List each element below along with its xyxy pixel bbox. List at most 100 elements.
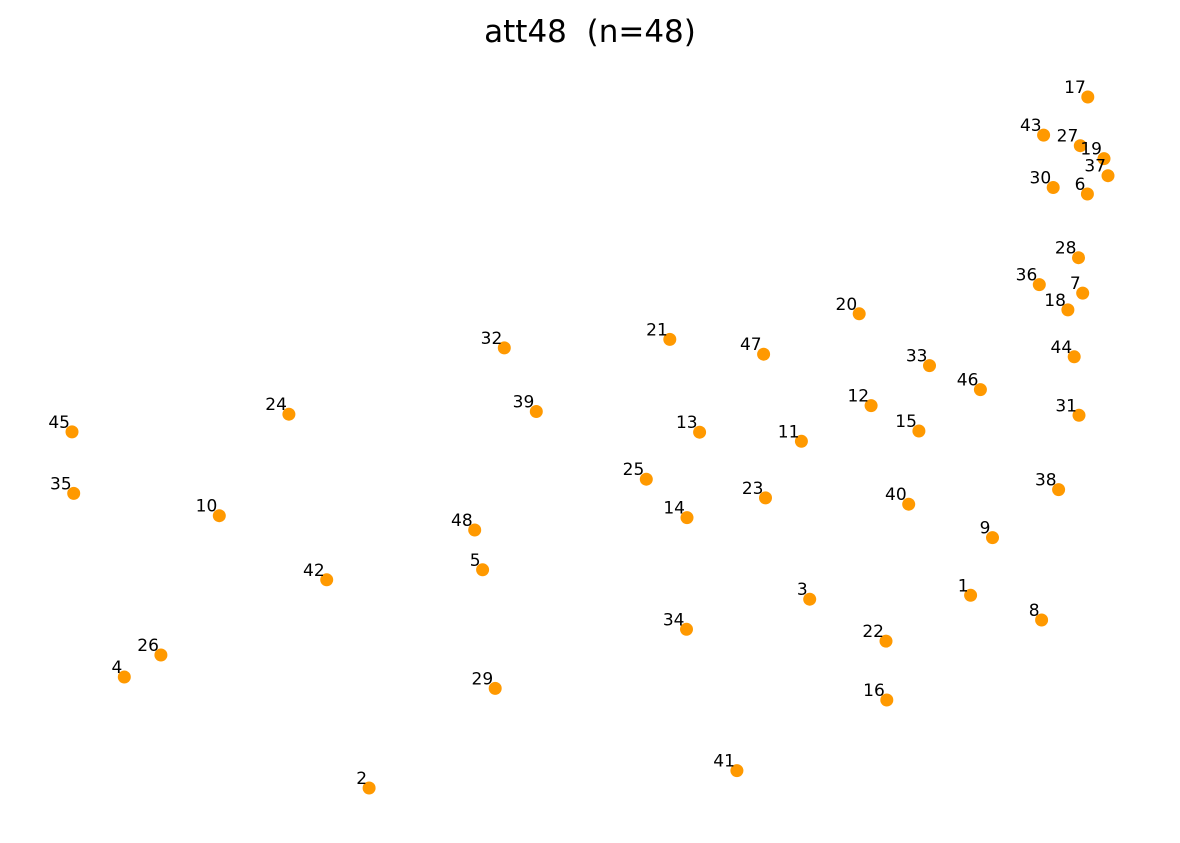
point-label-1: 1 — [958, 576, 969, 596]
point-label-19: 19 — [1080, 140, 1102, 160]
point-label-41: 41 — [713, 752, 735, 772]
point-label-7: 7 — [1070, 274, 1081, 294]
point-46 — [973, 383, 987, 397]
point-label-30: 30 — [1030, 169, 1052, 189]
point-19 — [1097, 152, 1111, 166]
point-label-46: 46 — [957, 371, 979, 391]
point-14 — [680, 511, 694, 525]
labels-layer: 1234567891011121314151617181920212223242… — [48, 78, 1106, 789]
point-13 — [693, 425, 707, 439]
point-3 — [803, 592, 817, 606]
point-41 — [730, 764, 744, 778]
points-layer — [65, 90, 1115, 795]
point-17 — [1081, 90, 1095, 104]
point-12 — [864, 399, 878, 413]
point-18 — [1061, 303, 1075, 317]
point-37 — [1101, 169, 1115, 183]
point-21 — [663, 332, 677, 346]
point-label-23: 23 — [742, 479, 764, 499]
point-33 — [923, 359, 936, 373]
point-label-43: 43 — [1020, 116, 1042, 136]
point-label-12: 12 — [847, 387, 869, 407]
point-11 — [794, 434, 808, 448]
point-39 — [529, 405, 543, 418]
point-2 — [362, 781, 376, 795]
point-label-3: 3 — [797, 580, 808, 600]
point-label-42: 42 — [303, 561, 325, 581]
point-1 — [964, 588, 978, 602]
point-label-11: 11 — [778, 422, 800, 442]
point-36 — [1032, 278, 1046, 292]
point-35 — [67, 486, 81, 500]
point-label-24: 24 — [265, 395, 287, 415]
point-label-26: 26 — [137, 636, 159, 656]
point-label-45: 45 — [48, 413, 70, 433]
point-34 — [680, 622, 693, 636]
point-44 — [1067, 350, 1081, 364]
point-label-32: 32 — [481, 329, 503, 349]
point-label-27: 27 — [1057, 127, 1079, 147]
point-16 — [880, 693, 894, 707]
point-label-47: 47 — [740, 335, 762, 355]
point-29 — [488, 681, 502, 695]
point-label-5: 5 — [470, 551, 481, 571]
point-24 — [282, 407, 296, 421]
point-label-37: 37 — [1084, 157, 1106, 177]
point-label-15: 15 — [895, 412, 917, 432]
point-label-21: 21 — [646, 320, 668, 340]
point-4 — [117, 670, 131, 684]
point-label-9: 9 — [980, 519, 991, 539]
point-label-36: 36 — [1016, 266, 1038, 286]
point-label-44: 44 — [1051, 338, 1073, 358]
point-22 — [879, 634, 893, 648]
point-30 — [1046, 181, 1060, 194]
point-label-25: 25 — [623, 460, 645, 480]
point-label-38: 38 — [1035, 471, 1057, 491]
point-label-17: 17 — [1064, 78, 1086, 98]
point-7 — [1076, 286, 1090, 300]
point-label-8: 8 — [1029, 601, 1040, 621]
point-28 — [1072, 251, 1085, 265]
point-25 — [639, 472, 653, 486]
point-48 — [468, 523, 482, 537]
point-label-48: 48 — [451, 511, 473, 531]
point-label-14: 14 — [663, 499, 685, 519]
point-label-31: 31 — [1055, 396, 1077, 416]
point-31 — [1072, 408, 1086, 422]
point-32 — [497, 341, 511, 355]
point-40 — [902, 497, 916, 511]
point-38 — [1052, 483, 1066, 497]
point-5 — [476, 563, 490, 577]
point-43 — [1037, 128, 1051, 142]
point-8 — [1035, 613, 1049, 627]
point-label-13: 13 — [676, 413, 698, 433]
point-26 — [154, 648, 168, 662]
point-42 — [320, 573, 334, 587]
point-9 — [986, 531, 999, 545]
point-23 — [759, 491, 772, 505]
point-20 — [852, 307, 866, 321]
point-label-16: 16 — [863, 681, 885, 701]
point-label-33: 33 — [906, 347, 928, 367]
point-6 — [1080, 187, 1094, 201]
point-45 — [65, 425, 79, 439]
point-label-28: 28 — [1055, 239, 1077, 259]
point-15 — [912, 424, 926, 438]
point-label-6: 6 — [1075, 175, 1086, 195]
point-label-4: 4 — [111, 658, 122, 678]
point-label-2: 2 — [356, 769, 367, 789]
point-label-29: 29 — [472, 669, 494, 689]
point-10 — [212, 509, 226, 523]
point-27 — [1073, 139, 1087, 153]
point-47 — [757, 347, 771, 361]
point-label-10: 10 — [196, 497, 218, 517]
chart-title: att48 (n=48) — [484, 14, 696, 50]
point-label-40: 40 — [885, 485, 907, 505]
point-label-39: 39 — [513, 393, 535, 413]
point-label-35: 35 — [50, 474, 72, 494]
point-label-34: 34 — [663, 610, 685, 630]
point-label-18: 18 — [1044, 291, 1066, 311]
point-label-20: 20 — [836, 295, 858, 315]
point-label-22: 22 — [862, 622, 884, 642]
